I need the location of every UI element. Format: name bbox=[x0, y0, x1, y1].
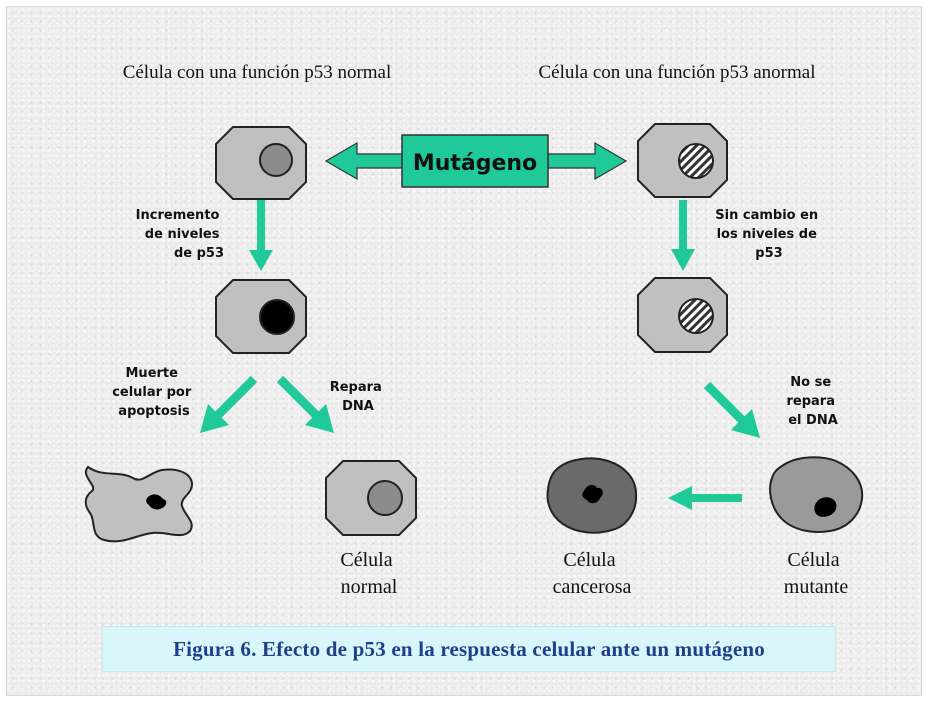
name-cancer-cell: Célula cancerosa bbox=[553, 549, 632, 598]
cell-mutant bbox=[769, 456, 864, 533]
cell-abnormal-initial bbox=[637, 123, 728, 198]
name-mutant-cell: Célula mutante bbox=[784, 549, 849, 598]
nucleus-cancer bbox=[582, 484, 603, 504]
name-normal-cell: Célula normal bbox=[340, 549, 397, 598]
arrow-to-apoptosis bbox=[200, 375, 258, 433]
cell-unchanged-p53 bbox=[637, 277, 728, 353]
nucleus-mutant bbox=[814, 497, 837, 517]
nucleus-normal-repaired bbox=[367, 480, 403, 516]
nucleus-dark bbox=[259, 299, 295, 335]
arrow-down-right bbox=[671, 200, 695, 271]
arrow-to-cancer bbox=[668, 486, 742, 510]
label-repair-dna: Repara DNA bbox=[330, 380, 387, 414]
figure-caption-box: Figura 6. Efecto de p53 en la respuesta … bbox=[102, 626, 836, 672]
mutagen-box bbox=[401, 134, 549, 188]
label-apoptosis: Muerte celular por apoptosis bbox=[112, 366, 196, 419]
nucleus-hatched bbox=[678, 143, 714, 179]
header-abnormal-function: Célula con una función p53 anormal bbox=[538, 62, 815, 83]
arrow-to-repair bbox=[276, 375, 334, 433]
nucleus-hatched-2 bbox=[678, 298, 714, 334]
label-no-repair-dna: No se repara el DNA bbox=[786, 375, 839, 428]
cell-high-p53 bbox=[215, 279, 307, 354]
arrow-down-left bbox=[249, 200, 273, 271]
header-normal-function: Célula con una función p53 normal bbox=[123, 62, 392, 83]
cell-normal-repaired bbox=[325, 460, 417, 536]
figure-frame bbox=[6, 6, 922, 696]
cell-apoptotic bbox=[84, 465, 194, 543]
label-increment-p53: Incremento de niveles de p53 bbox=[136, 208, 224, 261]
nucleus-normal bbox=[259, 143, 293, 177]
nucleus-fragment bbox=[146, 494, 167, 510]
figure-caption: Figura 6. Efecto de p53 en la respuesta … bbox=[173, 636, 765, 661]
mutagen-double-arrow: Mutágeno bbox=[324, 134, 628, 188]
mutagen-label: Mutágeno bbox=[413, 151, 537, 176]
label-no-change-p53: Sin cambio en los niveles de p53 bbox=[715, 208, 822, 261]
cell-normal-initial bbox=[215, 126, 307, 200]
arrow-to-mutant bbox=[703, 381, 760, 438]
cell-cancerous bbox=[546, 457, 638, 534]
